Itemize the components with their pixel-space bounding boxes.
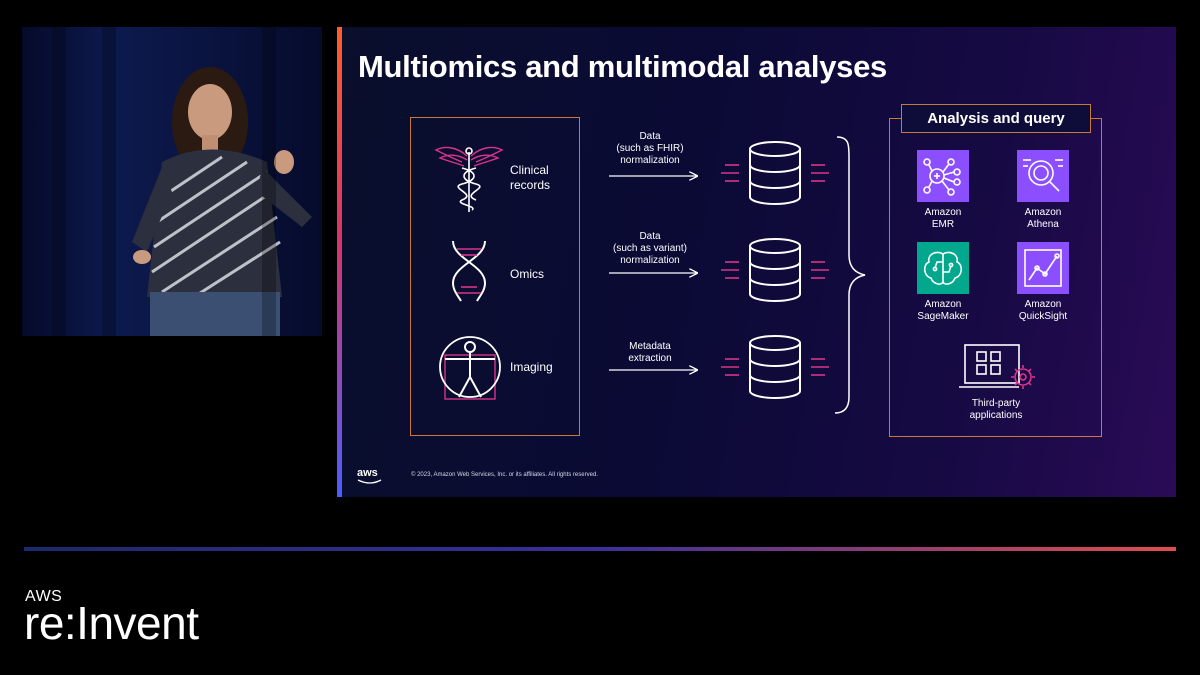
speaker-figure (132, 67, 312, 336)
third-party-apps-icon (959, 344, 1035, 389)
analysis-query-header: Analysis and query (901, 104, 1091, 133)
amazon-emr-icon (917, 150, 969, 202)
database-icon (721, 335, 829, 399)
source-label-omics: Omics (510, 267, 544, 281)
database-icon (721, 141, 829, 205)
arrow-label-clinical: Data(such as FHIR)normalization (616, 131, 684, 166)
dna-icon (451, 240, 487, 302)
vitruvian-imaging-icon (439, 336, 501, 400)
slide-title: Multiomics and multimodal analyses (358, 49, 887, 84)
slide-accent-bar (337, 27, 342, 497)
grouping-brace (834, 136, 866, 414)
data-sources-box (410, 117, 580, 436)
copyright-notice: © 2023, Amazon Web Services, Inc. or its… (411, 472, 598, 478)
gradient-divider (24, 547, 1176, 551)
amazon-quicksight-icon (1017, 242, 1069, 294)
source-label-imaging: Imaging (510, 360, 553, 374)
database-icon (721, 238, 829, 302)
brand-aws-text: AWS (25, 588, 63, 605)
aws-smile-icon (357, 479, 382, 484)
curtain-fold (102, 27, 116, 336)
caduceus-icon (434, 146, 504, 212)
speaker-video (22, 27, 322, 336)
amazon-athena-icon (1017, 150, 1069, 202)
brand-reinvent-logo: re:Invent (24, 597, 199, 649)
amazon-sagemaker-icon (917, 242, 969, 294)
aws-logo: aws (357, 467, 378, 479)
presentation-slide: Multiomics and multimodal analyses Clini… (337, 27, 1176, 497)
curtain-fold (262, 27, 276, 336)
curtain-fold (52, 27, 66, 336)
flow-diagram (609, 136, 866, 414)
arrow-label-omics: Data(such as variant)normalization (613, 231, 687, 266)
